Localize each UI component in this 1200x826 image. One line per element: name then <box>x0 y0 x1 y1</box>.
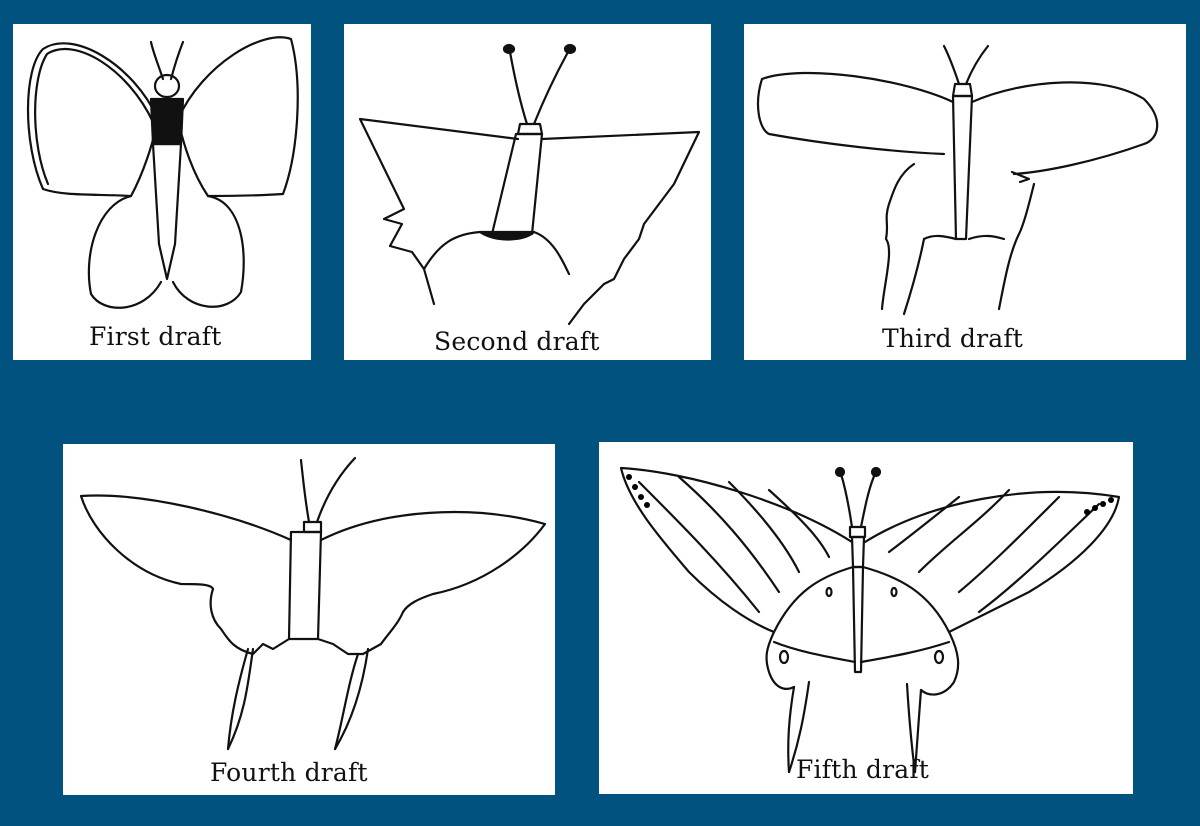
fifth-draft-panel: Fifth draft <box>599 442 1133 794</box>
first-draft-butterfly-drawing <box>26 36 299 309</box>
second-draft-panel: Second draft <box>344 24 711 360</box>
fifth-draft-caption: Fifth draft <box>796 755 930 784</box>
fifth-draft-butterfly-drawing <box>619 466 1121 774</box>
second-draft-caption: Second draft <box>434 327 600 356</box>
fourth-draft-panel: Fourth draft <box>63 444 555 795</box>
first-draft-panel: First draft <box>13 24 311 360</box>
first-draft-caption: First draft <box>89 322 222 351</box>
fourth-draft-caption: Fourth draft <box>210 758 368 787</box>
third-draft-caption: Third draft <box>882 324 1024 353</box>
third-draft-panel: Third draft <box>744 24 1186 360</box>
third-draft-butterfly-drawing <box>756 44 1159 316</box>
second-draft-butterfly-drawing <box>358 43 701 326</box>
fourth-draft-butterfly-drawing <box>79 456 547 751</box>
